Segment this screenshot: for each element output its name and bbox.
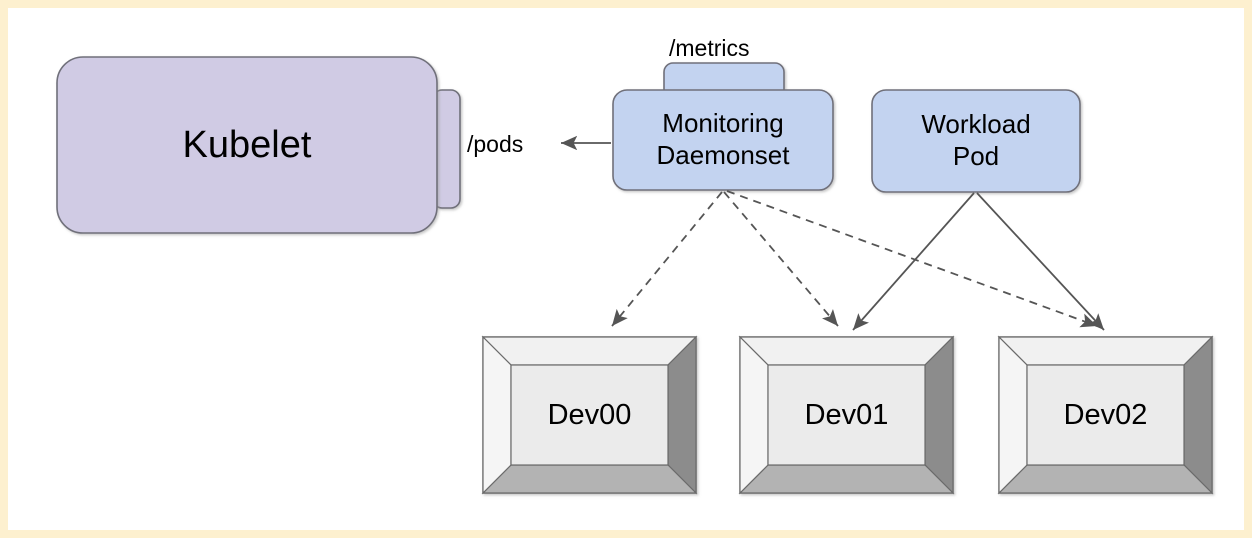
edge-monitoring-to-dev02 [726, 190, 1098, 328]
diagram-svg [56, 56, 1214, 495]
workload-pod-body[interactable] [871, 89, 1081, 193]
dev02-node[interactable] [997, 335, 1214, 495]
monitoring-daemonset-body[interactable] [612, 89, 834, 191]
edge-workload-to-dev01 [852, 192, 975, 331]
dev01-node[interactable] [738, 335, 955, 495]
kubelet-body[interactable] [56, 56, 438, 234]
edge-monitoring-to-dev00 [611, 191, 723, 327]
metrics-endpoint-label: /metrics [669, 35, 750, 61]
workload-pod-node[interactable] [871, 89, 1081, 193]
edge-workload-to-dev02 [976, 192, 1105, 331]
monitoring-daemonset-node[interactable] [612, 62, 834, 191]
diagram-canvas: Kubelet /pods /metrics Monitoring Daemon… [8, 8, 1244, 530]
pods-endpoint-label: /pods [467, 131, 524, 157]
edge-monitoring-to-dev01 [723, 191, 839, 327]
kubelet-node[interactable] [56, 56, 461, 234]
dev00-node[interactable] [481, 335, 698, 495]
